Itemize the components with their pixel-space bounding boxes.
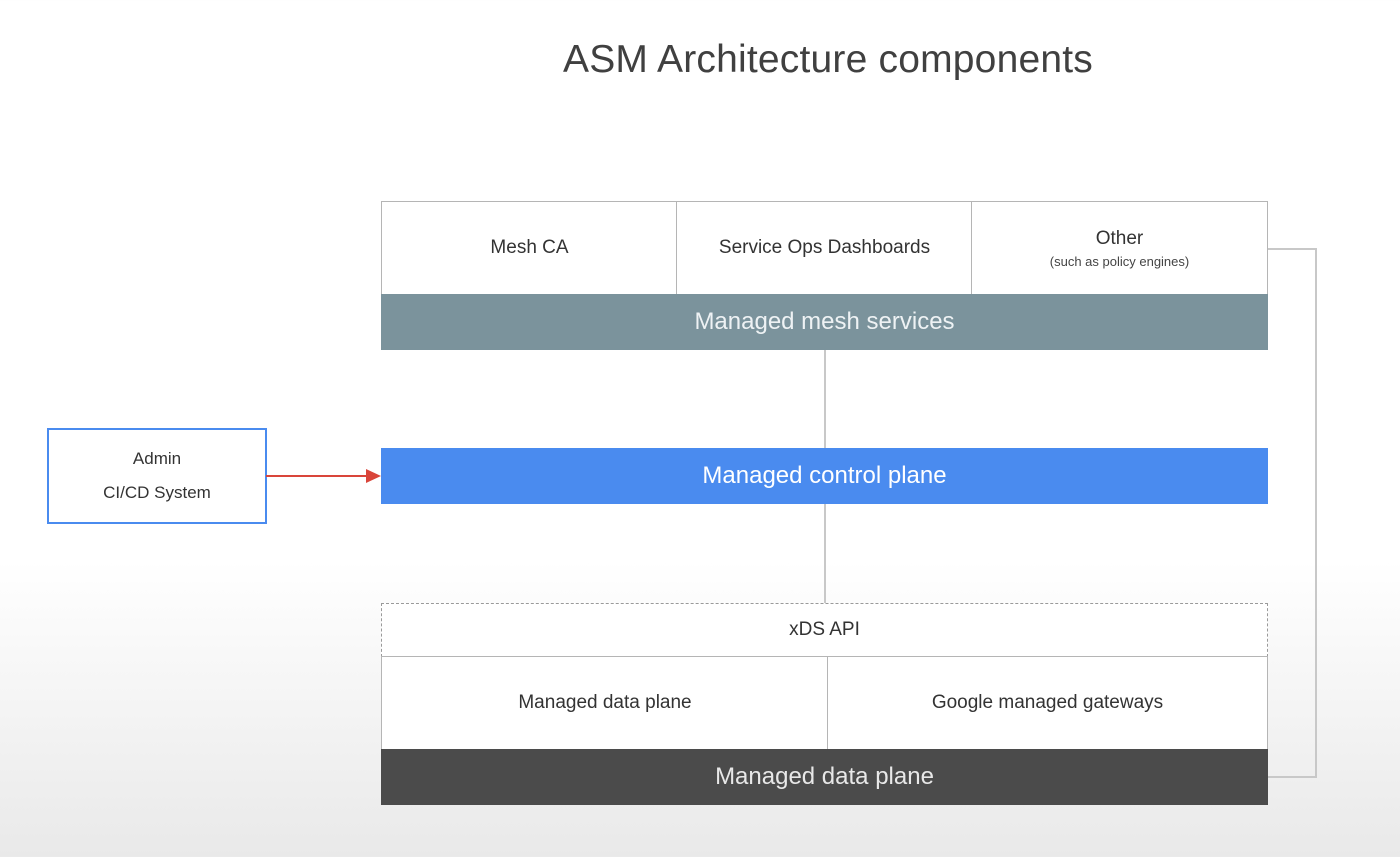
cicd-system-label: CI/CD System: [103, 483, 211, 502]
service-ops-dashboards-cell: Service Ops Dashboards: [676, 201, 973, 295]
xds-api-label: xDS API: [789, 619, 860, 640]
control-to-data-connector: [824, 504, 826, 604]
data-plane-group: xDS API Managed data plane Google manage…: [381, 603, 1268, 805]
other-label: Other: [1095, 227, 1144, 249]
mesh-ca-cell: Mesh CA: [381, 201, 678, 295]
right-bracket-top: [1268, 248, 1317, 250]
arrow-head: [366, 469, 381, 483]
services-to-control-connector: [824, 350, 826, 448]
mesh-ca-label: Mesh CA: [490, 237, 569, 258]
other-cell: Other (such as policy engines): [971, 201, 1268, 295]
managed-control-plane-band: Managed control plane: [381, 448, 1268, 504]
google-managed-gateways-cell: Google managed gateways: [827, 656, 1268, 750]
managed-data-plane-cell: Managed data plane: [381, 656, 829, 750]
managed-mesh-services-label: Managed mesh services: [694, 308, 955, 335]
managed-mesh-services-band: Managed mesh services: [381, 294, 1268, 350]
mesh-services-group: Mesh CA Service Ops Dashboards Other (su…: [381, 201, 1268, 350]
right-bracket-bottom: [1268, 776, 1317, 778]
admin-to-control-arrow: [266, 469, 381, 483]
admin-cicd-box: Admin CI/CD System: [47, 428, 267, 524]
managed-data-plane-band: Managed data plane: [381, 749, 1268, 805]
managed-data-plane-band-label: Managed data plane: [715, 763, 934, 790]
google-managed-gateways-label: Google managed gateways: [931, 692, 1164, 713]
other-sublabel: (such as policy engines): [1049, 253, 1190, 269]
managed-control-plane-label: Managed control plane: [702, 462, 947, 489]
admin-label: Admin: [132, 449, 182, 468]
managed-data-plane-cell-label: Managed data plane: [518, 692, 692, 713]
right-bracket-vertical: [1315, 248, 1317, 778]
service-ops-dashboards-label: Service Ops Dashboards: [718, 237, 931, 258]
xds-api-box: xDS API: [381, 603, 1268, 657]
diagram-title: ASM Architecture components: [563, 38, 1093, 81]
